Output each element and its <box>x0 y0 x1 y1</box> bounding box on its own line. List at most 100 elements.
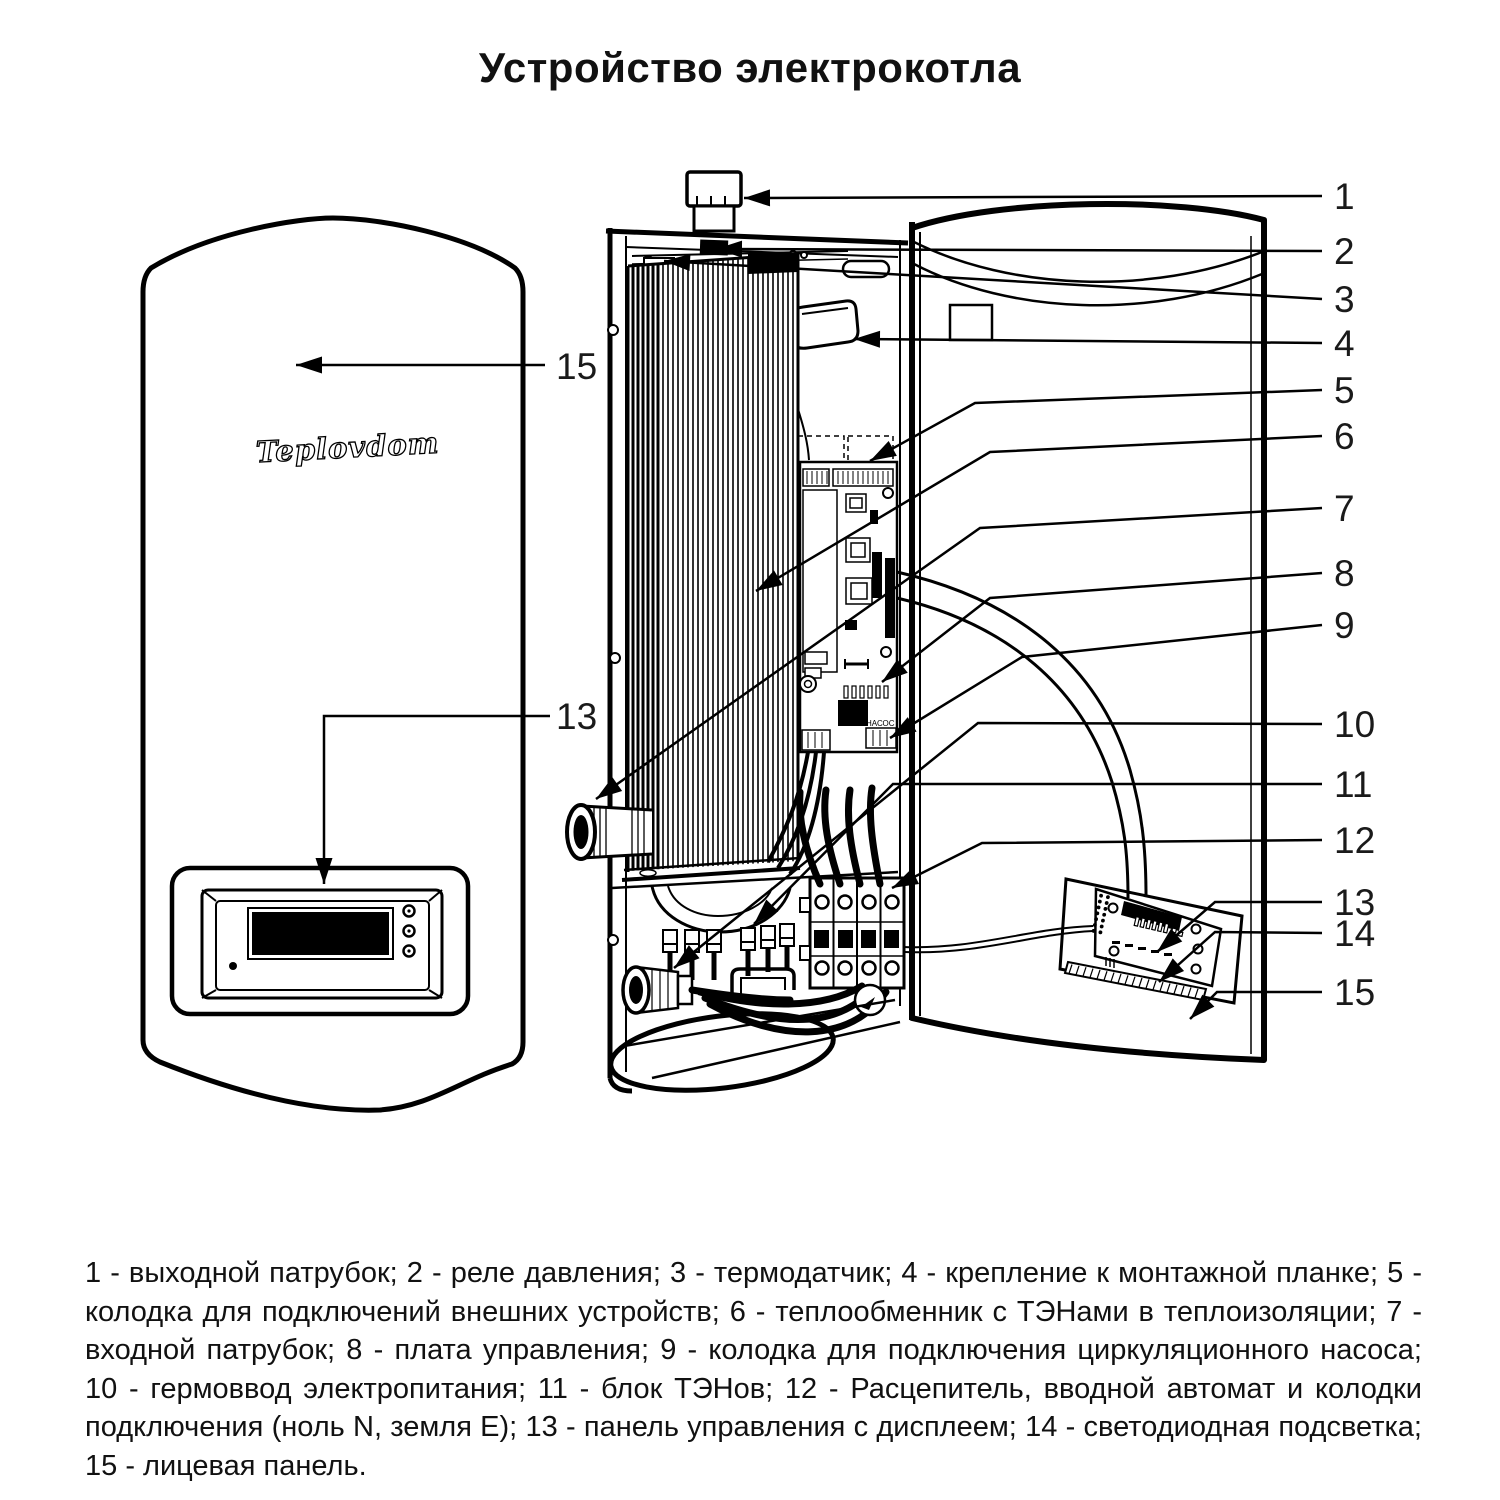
callout-8: 8 <box>881 553 1355 683</box>
display-digit-segments <box>1133 915 1184 938</box>
callout-line <box>889 623 1323 740</box>
callout-number: 13 <box>1334 882 1375 923</box>
callout-line <box>322 714 550 884</box>
callout-line <box>755 434 1323 593</box>
callout-arrowhead <box>296 356 322 374</box>
display-buttons <box>402 904 416 958</box>
door-slot <box>948 303 994 342</box>
callout-arrowhead <box>756 570 783 591</box>
callout-number: 2 <box>1334 231 1355 272</box>
callout-number: 6 <box>1334 416 1355 457</box>
callout-line <box>853 337 1323 345</box>
callout-number: 4 <box>1334 323 1355 364</box>
callout-arrowhead <box>716 240 743 258</box>
cable-gland <box>621 965 694 1015</box>
callout-arrowhead <box>890 717 917 738</box>
callout-line <box>881 571 1323 683</box>
callout-4: 4 <box>853 323 1355 364</box>
door-view <box>909 201 1267 1063</box>
callout-10: 10 <box>673 704 1375 969</box>
callout-arrowhead <box>744 189 771 207</box>
door-outline <box>909 201 1267 1063</box>
callout-14: 14 <box>1158 913 1375 983</box>
casing-foot <box>607 1077 633 1094</box>
door-control-panel <box>1058 877 1244 1005</box>
callout-1: 1 <box>743 176 1355 217</box>
callout-line <box>663 259 1323 301</box>
callout-number: 10 <box>1334 704 1375 745</box>
callout-number: 11 <box>1334 764 1372 805</box>
callout-arrowhead <box>674 945 700 968</box>
callout-number: 15 <box>1334 972 1375 1013</box>
base-hole <box>853 983 887 1017</box>
callout-number: 3 <box>1334 279 1355 320</box>
callout-7: 7 <box>595 488 1355 801</box>
callout-3: 3 <box>663 254 1355 320</box>
wall-screws <box>607 324 621 946</box>
callout-arrowhead <box>882 659 908 682</box>
internal-view: НАСОС <box>565 170 915 1094</box>
callout-line <box>743 194 1323 200</box>
pump-connector-label: НАСОС <box>866 719 895 728</box>
callout-arrowhead <box>870 440 897 461</box>
callout-line <box>869 388 1323 463</box>
callout-6: 6 <box>755 416 1355 593</box>
din-tabs <box>799 897 811 961</box>
callout-arrowhead <box>596 777 623 799</box>
callout-11: 11 <box>753 764 1372 925</box>
pressure-relay <box>699 239 729 256</box>
callout-line <box>891 838 1323 890</box>
callout-line <box>753 782 1322 925</box>
callout-number: 14 <box>1334 913 1375 954</box>
control-pcb: НАСОС <box>766 435 899 876</box>
ribbon-cable <box>896 596 1130 899</box>
callout-number: 13 <box>556 696 597 737</box>
panel-signal-wire <box>904 930 1094 954</box>
callout-arrowhead <box>664 254 691 271</box>
display-dash-segments <box>1112 941 1172 956</box>
callout-number: 8 <box>1334 553 1355 594</box>
panel-signal-wire <box>902 925 1094 949</box>
display-led <box>229 962 237 970</box>
callout-line <box>595 506 1323 801</box>
callout-9: 9 <box>889 605 1355 740</box>
callout-number: 15 <box>556 346 597 387</box>
fins <box>631 254 794 871</box>
callout-number: 9 <box>1334 605 1355 646</box>
door-curve-line <box>913 240 1263 284</box>
callout-number: 7 <box>1334 488 1355 529</box>
bottom-hook <box>730 967 796 996</box>
casing-top-plate <box>605 228 909 246</box>
page-title: Устройство электрокотла <box>478 44 1022 91</box>
callout-line <box>715 247 1323 253</box>
led-strip-hatch <box>1068 964 1199 998</box>
led-indicator-dots <box>1091 893 1110 935</box>
callout-arrowhead <box>754 899 779 924</box>
front-view: Teplovdom <box>140 215 526 1113</box>
callout-12: 12 <box>891 820 1375 890</box>
callout-arrowhead <box>315 858 333 884</box>
callout-15: 15 <box>1189 972 1375 1020</box>
door-curve-line <box>913 262 1263 307</box>
output-pipe <box>685 170 743 233</box>
callout-number: 12 <box>1334 820 1375 861</box>
callout-arrowhead <box>854 330 881 348</box>
callout-arrowhead <box>1157 928 1183 952</box>
heat-exchanger <box>611 252 899 890</box>
callout-arrowhead <box>1159 958 1185 982</box>
callout-13: 13 <box>1156 882 1375 953</box>
callout-number: 5 <box>1334 370 1355 411</box>
callout-arrowhead <box>892 868 920 888</box>
callout-5: 5 <box>869 370 1355 463</box>
display-screen <box>252 912 389 955</box>
pcb-chips <box>804 493 873 679</box>
input-pipe <box>565 803 653 861</box>
breaker-block <box>799 876 906 990</box>
callout-line <box>673 721 1323 969</box>
display-module <box>169 865 471 1017</box>
comb-marks <box>1105 957 1115 968</box>
callout-number: 1 <box>1334 176 1355 217</box>
